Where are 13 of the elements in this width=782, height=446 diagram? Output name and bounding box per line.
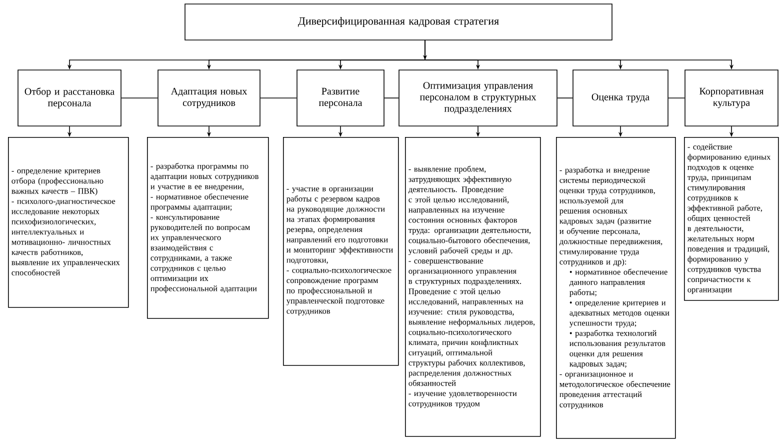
description-box: - разработка и внедрение системы периодической оценки труда сотрудников, используемой для решения основных кадровых задач (развитие и обучение персонала, должностные передвижения, стимулирование труда сотрудников и др): • нормативное обеспечение данного направления работы; • определение критериев и адекватных методов оценки успешности труда; • разработка технологий использования результатов оценки для решения кадровых задач; - организационное и методологическое обеспечение проведения аттестаций сотрудников [556, 136, 676, 439]
title-box: Диверсифицированная кадровая стратегия [184, 4, 612, 40]
description-box: - разработка программы по адаптации новых сотрудников и участие в ее внедрении, - нормативное обеспечение программы адаптации; - консультирование руководителей по вопросам их управленческого взаимодействия с сотрудниками, а также сотрудников с целью оптимизации их профессиональной адаптации [147, 136, 269, 319]
category-box: Отбор и расстановка персонала [18, 70, 122, 126]
category-box: Оценка труда [572, 70, 668, 126]
category-box: Адаптация новых сотрудников [158, 70, 260, 126]
category-box: Корпоративная культура [684, 70, 778, 126]
category-box: Оптимизация управления персоналом в структурных подразделениях [398, 70, 558, 126]
description-box: - выявление проблем, затрудняющих эффективную деятельность. Проведение с этой целью исследований, направленных на изучение состояния основных факторов труда: организации деятельности, социально-бытового обеспечения, условий рабочей среды и др. - совершенствование организационного управления в структурных подразделениях. Проведение с этой целью исследований, направленных на изучение: стиля руководства, выявление неформальных лидеров, социально-психологического климата, причин конфликтных ситуаций, оптимальной структуры рабочих коллективов, распределения должностных обязанностей - изучение удовлетворенности сотрудников трудом [405, 136, 541, 437]
category-box: Развитие персонала [296, 70, 384, 126]
description-box: - определение критериев отбора (профессионально важных качеств – ПВК) - психолого-диагностическое исследование некоторых психофизиологических, интеллектуальных и мотивационно- личностных качеств работников, выявление их управленческих способностей [8, 136, 129, 308]
description-box: - участие в организации работы с резервом кадров на руководящие должности на этапах формирования резерва, определения направлений его подготовки и мониторинг эффективности подготовки, - социально-психологическое сопровождение программ по профессиональной и управленческой подготовке сотрудников [283, 136, 399, 366]
description-box: - содействие формированию единых подходов к оценке труда, принципам стимулирования сотрудников к эффективной работе, общих ценностей в деятельности, желательных норм поведения и традиций, формированию у сотрудников чувства сопричастности к организации [684, 136, 779, 301]
